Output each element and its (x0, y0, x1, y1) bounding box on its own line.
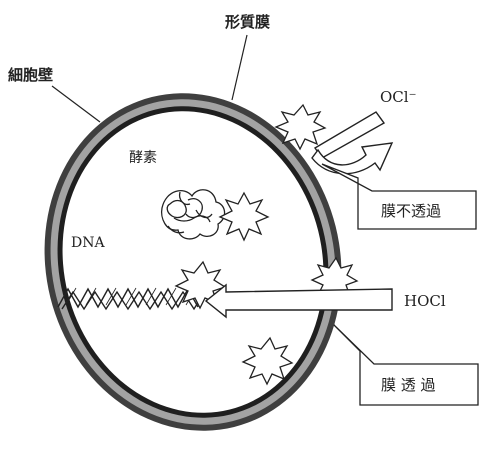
damage-burst-enzyme (220, 193, 268, 240)
membrane-permeable-label: 膜 透 過 (381, 376, 436, 394)
plasma-membrane-label: 形質膜 (225, 13, 270, 31)
membrane-impermeable-label: 膜不透過 (381, 202, 441, 220)
hocl-label: HOCl (404, 292, 446, 310)
dna-label: DNA (71, 235, 105, 251)
plasma-membrane-leader (232, 35, 247, 100)
cell-envelope (9, 61, 377, 449)
cell-wall-label: 細胞壁 (8, 66, 53, 84)
ocl-label: OCl⁻ (380, 88, 417, 106)
enzyme-label: 酵素 (129, 150, 157, 166)
cell-wall-leader (52, 86, 100, 122)
damage-burst-membrane-top (276, 105, 325, 149)
